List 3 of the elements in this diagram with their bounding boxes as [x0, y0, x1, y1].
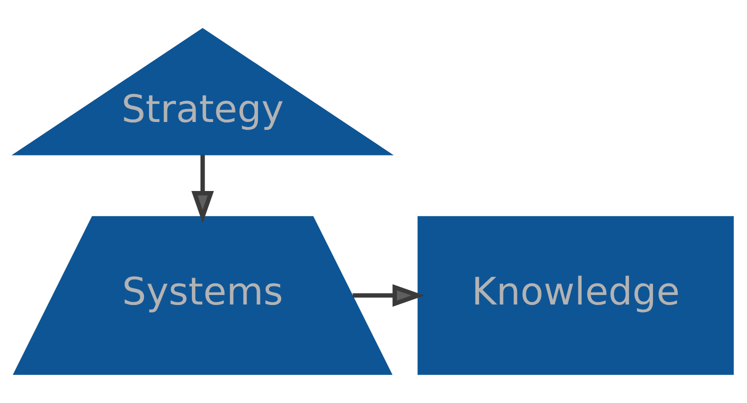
arrow: [191, 154, 214, 224]
arrow: [352, 284, 425, 307]
node-box: Knowledge: [418, 216, 734, 375]
